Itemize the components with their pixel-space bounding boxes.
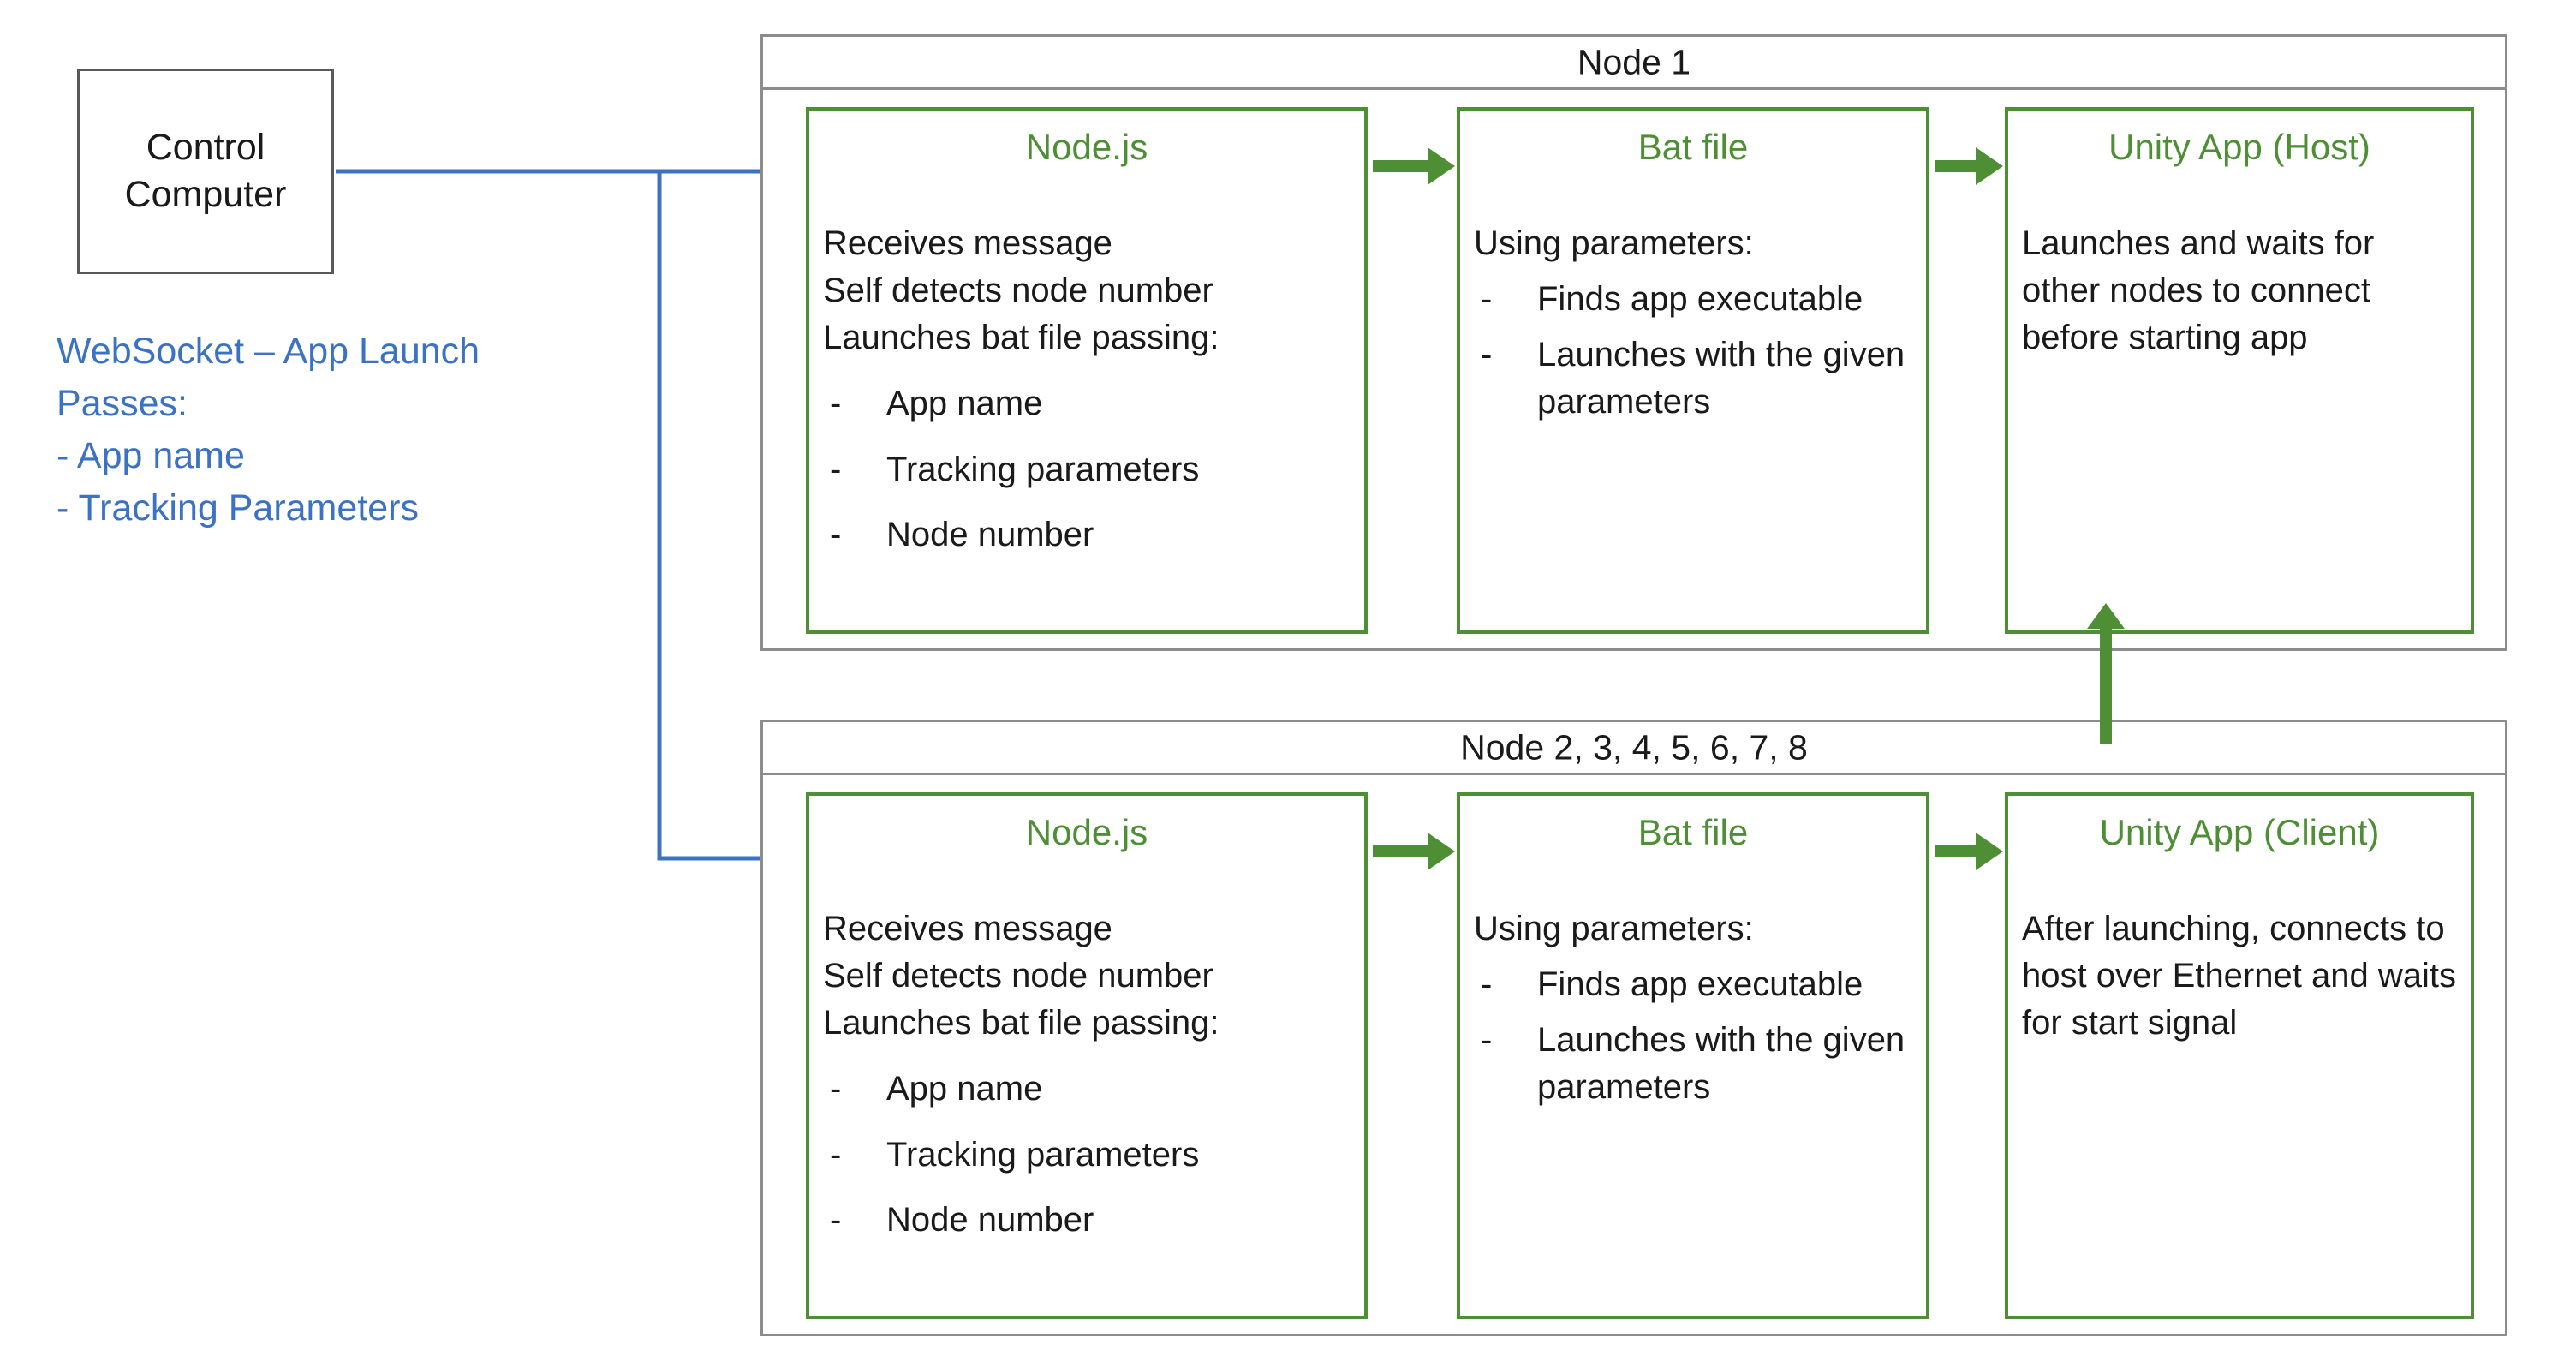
bullet-text: App name	[886, 384, 1043, 422]
card-title-bat-file-node2-8: Bat file	[1637, 812, 1749, 852]
nodejs-bullet-list-node1: - App name - Tracking parameters - Node …	[823, 380, 1351, 559]
list-item: - Launches with the given parameters	[1474, 332, 1912, 426]
card-body-bat-file-node1: Using parameters: - Finds app executable…	[1474, 220, 1912, 425]
card-title-unity-app-client: Unity App (Client)	[2099, 812, 2380, 852]
card-nodejs-node2-8: Node.js Receives message Self detects no…	[806, 792, 1368, 1319]
bullet-dash: -	[830, 1135, 842, 1174]
card-body-bat-file-node2-8: Using parameters: - Finds app executable…	[1474, 905, 1912, 1110]
flow-arrow-icon-nodejs-to-bat-node2-8	[1373, 845, 1429, 857]
node-group-header-node1: Node 1	[763, 37, 2505, 90]
bat-line-1: Using parameters:	[1474, 910, 1754, 948]
unity-host-description: Launches and waits for other nodes to co…	[2022, 224, 2375, 356]
websocket-note-line-2: Passes:	[57, 383, 188, 425]
bullet-dash: -	[1481, 335, 1493, 373]
nodejs-bullet-list-node2-8: - App name - Tracking parameters - Node …	[823, 1066, 1351, 1244]
node-group-body-node1: Node.js Receives message Self detects no…	[763, 90, 2505, 651]
bat-line-1: Using parameters:	[1474, 224, 1754, 263]
bat-bullet-list-node1: - Finds app executable - Launches with t…	[1474, 276, 1912, 425]
bullet-dash: -	[1481, 1020, 1493, 1059]
bullet-text: Tracking parameters	[886, 1135, 1200, 1174]
card-body-unity-app-host: Launches and waits for other nodes to co…	[2022, 220, 2457, 361]
list-item: - Node number	[823, 1197, 1351, 1244]
list-item: - Tracking parameters	[823, 1132, 1351, 1179]
card-body-unity-app-client: After launching, connects to host over E…	[2022, 905, 2457, 1046]
control-computer-label-line-2: Computer	[124, 174, 287, 215]
nodejs-line-2: Self detects node number	[823, 272, 1213, 310]
card-bat-file-node2-8: Bat file Using parameters: - Finds app e…	[1457, 792, 1929, 1319]
card-body-nodejs-node1: Receives message Self detects node numbe…	[823, 220, 1351, 559]
bullet-text: Finds app executable	[1537, 965, 1863, 1004]
card-unity-app-client: Unity App (Client) After launching, conn…	[2005, 792, 2474, 1319]
nodejs-line-3: Launches bat file passing:	[823, 318, 1219, 356]
node-group-node1: Node 1 Node.js Receives message Self det…	[760, 34, 2507, 651]
node-group-header-node2-8: Node 2, 3, 4, 5, 6, 7, 8	[763, 722, 2505, 775]
nodejs-line-1: Receives message	[823, 910, 1112, 948]
nodejs-line-1: Receives message	[823, 224, 1112, 263]
websocket-note-line-4: - Tracking Parameters	[57, 487, 419, 529]
card-title-nodejs-node2-8: Node.js	[1025, 812, 1148, 852]
bullet-text: Node number	[886, 1201, 1094, 1239]
websocket-note: WebSocket – App Launch Passes: - App nam…	[57, 326, 707, 535]
bat-bullet-list-node2-8: - Finds app executable - Launches with t…	[1474, 961, 1912, 1110]
card-unity-app-host: Unity App (Host) Launches and waits for …	[2005, 107, 2474, 634]
card-nodejs-node1: Node.js Receives message Self detects no…	[806, 107, 1368, 634]
card-bat-file-node1: Bat file Using parameters: - Finds app e…	[1457, 107, 1929, 634]
node-group-node2-8: Node 2, 3, 4, 5, 6, 7, 8 Node.js Receive…	[760, 720, 2507, 1336]
node-group-title-node1: Node 1	[1577, 42, 1691, 81]
list-item: - App name	[823, 380, 1351, 427]
nodejs-line-3: Launches bat file passing:	[823, 1003, 1219, 1042]
bullet-text: Node number	[886, 516, 1094, 554]
control-computer-box: Control Computer	[77, 69, 334, 274]
control-computer-label-line-1: Control	[146, 126, 265, 168]
bullet-text: Tracking parameters	[886, 450, 1200, 488]
list-item: - App name	[823, 1066, 1351, 1113]
websocket-note-line-1: WebSocket – App Launch	[57, 331, 480, 372]
list-item: - Node number	[823, 511, 1351, 559]
flow-arrow-icon-bat-to-unity-node2-8	[1935, 845, 1977, 857]
bullet-dash: -	[830, 450, 842, 488]
bullet-dash: -	[1481, 965, 1493, 1004]
websocket-note-line-3: - App name	[57, 435, 245, 477]
flow-arrow-icon-bat-to-unity-node1	[1935, 160, 1977, 172]
bullet-dash: -	[1481, 280, 1493, 319]
bullet-dash: -	[830, 384, 842, 422]
bullet-text: Finds app executable	[1537, 280, 1863, 319]
list-item: - Tracking parameters	[823, 446, 1351, 493]
nodejs-line-2: Self detects node number	[823, 957, 1213, 995]
bullet-text: Launches with the given parameters	[1537, 1020, 1905, 1106]
list-item: - Finds app executable	[1474, 961, 1912, 1008]
bullet-dash: -	[830, 516, 842, 554]
bullet-dash: -	[830, 1201, 842, 1239]
list-item: - Launches with the given parameters	[1474, 1017, 1912, 1111]
card-body-nodejs-node2-8: Receives message Self detects node numbe…	[823, 905, 1351, 1244]
node-group-title-node2-8: Node 2, 3, 4, 5, 6, 7, 8	[1460, 727, 1808, 767]
flow-arrow-icon-nodejs-to-bat-node1	[1373, 160, 1429, 172]
card-title-bat-file-node1: Bat file	[1637, 127, 1749, 167]
card-title-unity-app-host: Unity App (Host)	[2108, 127, 2370, 167]
bullet-text: App name	[886, 1069, 1043, 1108]
bullet-dash: -	[830, 1069, 842, 1108]
unity-client-description: After launching, connects to host over E…	[2022, 910, 2456, 1042]
node-group-body-node2-8: Node.js Receives message Self detects no…	[763, 775, 2505, 1336]
flow-arrow-up-icon-client-to-host	[2100, 625, 2112, 744]
bullet-text: Launches with the given parameters	[1537, 335, 1905, 421]
list-item: - Finds app executable	[1474, 276, 1912, 323]
card-title-nodejs-node1: Node.js	[1025, 127, 1148, 167]
